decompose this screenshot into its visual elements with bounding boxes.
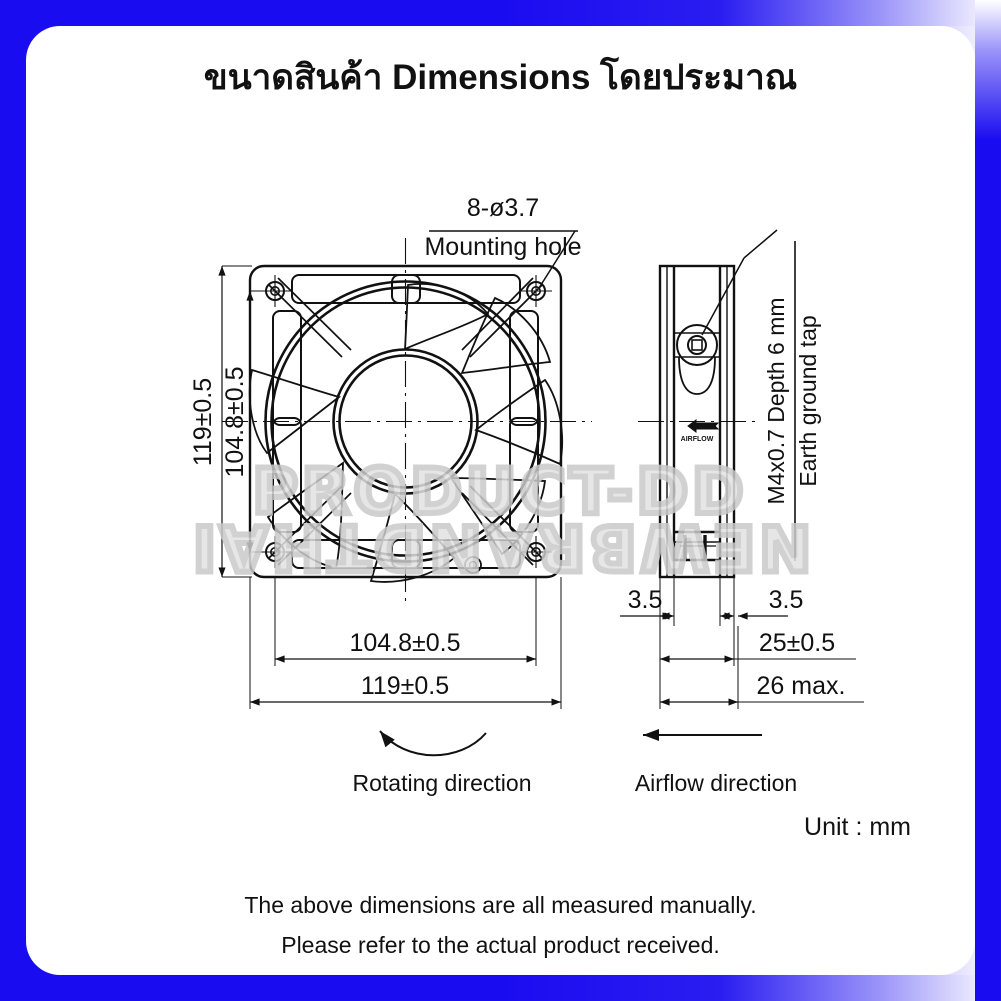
- dim-bottom-inner: [274, 577, 537, 666]
- dim-left-outer: [218, 265, 252, 578]
- dim-side-depth-max: [659, 626, 864, 709]
- rotating-direction-arrow: [379, 730, 487, 757]
- dim-label-depth-max: 26 max.: [757, 672, 846, 700]
- dimension-drawing: 8-ø3.7 Mounting hole 119±0.5 104.8±0.5 1…: [186, 194, 864, 757]
- leader-earth-ground: [701, 229, 778, 336]
- dim-side-depth: [659, 626, 856, 666]
- watermark-line-2: NEWBRANDTHAI: [189, 511, 811, 584]
- airflow-tag-text: AIRFLOW: [681, 436, 714, 443]
- side-view-terminal-block: [674, 530, 720, 562]
- dim-left-inner: [246, 290, 272, 553]
- unit-label: Unit : mm: [804, 813, 911, 841]
- dim-label-left-outer: 119±0.5: [189, 378, 217, 466]
- note-line-1: The above dimensions are all measured ma…: [244, 892, 757, 918]
- dim-label-bottom-inner: 104.8±0.5: [349, 629, 460, 657]
- dim-side-flange-right: [719, 577, 788, 626]
- leader-mounting-hole: [429, 230, 578, 289]
- page-title: ขนาดสินค้า Dimensions โดยประมาณ: [203, 58, 798, 97]
- note-line-2: Please refer to the actual product recei…: [281, 932, 720, 958]
- border-edge-top: [0, 0, 1001, 26]
- drawing-sheet: ขนาดสินค้า Dimensions โดยประมาณ: [26, 26, 975, 975]
- dim-label-depth: 25±0.5: [759, 629, 835, 657]
- callout-earth-tap-label: Earth ground tap: [795, 315, 821, 486]
- rotating-direction-label: Rotating direction: [352, 770, 532, 796]
- watermark-line-1: PRODUCT-DD: [252, 455, 747, 528]
- dim-label-flange-right: 3.5: [769, 586, 804, 614]
- earth-ground-boss: [674, 324, 720, 395]
- dim-label-left-inner: 104.8±0.5: [221, 366, 249, 477]
- dim-bottom-outer: [249, 577, 562, 709]
- border-edge-right: [975, 0, 1001, 1001]
- callout-earth-tap-thread: M4x0.7 Depth 6 mm: [763, 297, 789, 504]
- border-edge-bottom: [0, 975, 1001, 1001]
- dim-side-flange-left: [620, 577, 675, 626]
- dim-label-flange-left: 3.5: [628, 586, 663, 614]
- fan-blades: [248, 283, 563, 583]
- callout-mounting-hole-size: 8-ø3.7: [467, 194, 539, 222]
- centre-lines: [222, 238, 592, 604]
- airflow-direction-label: Airflow direction: [634, 770, 798, 796]
- border-edge-left: [0, 0, 26, 1001]
- front-ground-screw: [464, 556, 482, 574]
- callout-mounting-hole-label: Mounting hole: [424, 233, 581, 261]
- watermark: PRODUCT-DD NEWBRANDTHAI: [186, 452, 814, 587]
- dim-label-bottom-outer: 119±0.5: [361, 672, 449, 700]
